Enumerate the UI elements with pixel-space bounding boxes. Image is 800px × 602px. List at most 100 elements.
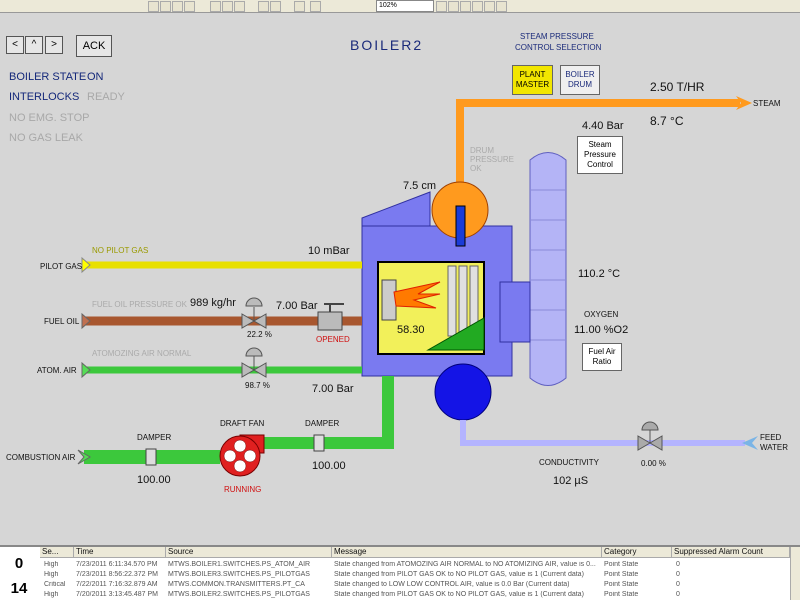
- atom-air-valve-icon: [245, 347, 263, 357]
- column-source[interactable]: Source: [166, 547, 332, 558]
- fuel-oil-label: FUEL OIL: [44, 317, 80, 326]
- damper-1-icon: [145, 448, 157, 466]
- zoom-select[interactable]: 102%: [376, 0, 434, 12]
- combustion-air-arrow-icon: [77, 449, 91, 465]
- boiler-state-value: ON: [87, 71, 104, 83]
- steam-control-heading-1: STEAM PRESSURE: [520, 32, 594, 41]
- steam-control-heading-2: CONTROL SELECTION: [515, 43, 602, 52]
- atom-air-pressure: 7.00 Bar: [312, 383, 354, 395]
- conductivity-value: 102 µS: [553, 475, 589, 487]
- fuel-oil-flow: 989 kg/hr: [190, 297, 236, 309]
- steam-pressure: 4.40 Bar: [582, 120, 624, 132]
- fuel-oil-pressure: 7.00 Bar: [276, 300, 318, 312]
- toolbar-button[interactable]: [222, 1, 233, 12]
- feed-water-pipe: [460, 420, 745, 446]
- drum-level: 7.5 cm: [403, 180, 437, 192]
- combustion-air-label: COMBUSTION AIR: [6, 453, 76, 462]
- steam-temperature: 8.7 °C: [650, 114, 684, 128]
- toolbar-button[interactable]: [496, 1, 507, 12]
- fan-blade-icon: [223, 439, 257, 473]
- toolbar-button[interactable]: [310, 1, 321, 12]
- fuel-valve-position: 22.2 %: [247, 330, 272, 339]
- toolbar-button[interactable]: [484, 1, 495, 12]
- flame-icon: [393, 281, 441, 309]
- stack: [529, 152, 567, 386]
- interlocks-value: READY: [87, 91, 125, 103]
- ack-button[interactable]: ACK: [76, 35, 112, 57]
- zoom-fit-icon[interactable]: [460, 1, 471, 12]
- feed-valve-icon: [641, 421, 659, 431]
- print-icon[interactable]: [294, 1, 305, 12]
- atom-air-label: ATOM. AIR: [37, 366, 77, 375]
- column-severity[interactable]: Se...: [40, 547, 74, 558]
- atom-air-valve-position: 98.7 %: [245, 381, 270, 390]
- forward-button[interactable]: >: [45, 36, 63, 54]
- boiler-roof: [361, 191, 431, 231]
- burner: [381, 279, 397, 321]
- draft-fan-label: DRAFT FAN: [220, 419, 265, 428]
- toolbar-button[interactable]: [472, 1, 483, 12]
- active-alarm-count: 14: [10, 580, 28, 597]
- column-message[interactable]: Message: [332, 547, 602, 558]
- pilot-gas-arrow-icon: [81, 256, 91, 274]
- alarm-summary-panel: 0 14 Se... Time Source Message Category …: [0, 545, 800, 602]
- toolbar-button[interactable]: [258, 1, 269, 12]
- fuel-oil-arrow-icon: [81, 312, 91, 330]
- alarm-list-scrollbar[interactable]: [790, 547, 800, 600]
- toolbar-button[interactable]: [234, 1, 245, 12]
- damper-1-label: DAMPER: [137, 433, 172, 442]
- combustion-air-duct-outlet: [250, 376, 394, 449]
- back-button[interactable]: <: [6, 36, 24, 54]
- toolbar-button[interactable]: [270, 1, 281, 12]
- draft-fan-state: RUNNING: [224, 485, 262, 494]
- stack-temperature: 110.2 °C: [578, 268, 621, 280]
- atom-air-arrow-icon: [81, 361, 91, 379]
- boiler-state-label: BOILER STATE: [9, 71, 87, 83]
- draft-fan: [219, 435, 261, 477]
- oxygen-label: OXYGEN: [584, 310, 619, 319]
- conductivity-label: CONDUCTIVITY: [539, 458, 599, 467]
- fire-tubes: [426, 317, 485, 351]
- toolbar-button[interactable]: [210, 1, 221, 12]
- column-category[interactable]: Category: [602, 547, 672, 558]
- atom-air-status: ATOMOZING AIR NORMAL: [92, 349, 192, 358]
- interlocks-label: INTERLOCKS: [9, 91, 80, 103]
- oxygen-value: 11.00 %O2: [574, 324, 629, 336]
- up-button[interactable]: ^: [25, 36, 43, 54]
- steam-pipe: [456, 99, 740, 205]
- column-suppressed-count[interactable]: Suppressed Alarm Count: [672, 547, 790, 558]
- toolbar-button[interactable]: [160, 1, 171, 12]
- damper-1-value: 100.00: [137, 474, 171, 486]
- page-title: BOILER2: [350, 37, 424, 53]
- feed-valve-position: 0.00 %: [641, 459, 666, 468]
- zoom-in-icon[interactable]: [436, 1, 447, 12]
- mud-drum: [434, 363, 492, 421]
- drum-level-bar: [455, 205, 466, 247]
- fuel-shutoff-state: OPENED: [316, 335, 350, 344]
- damper-2-value: 100.00: [312, 460, 346, 472]
- flue-duct: [499, 281, 531, 343]
- steam-label: STEAM: [753, 99, 781, 108]
- toolbar-button[interactable]: [172, 1, 183, 12]
- feed-water-arrow-icon: [742, 436, 758, 450]
- process-diagram: [77, 96, 758, 477]
- emergency-stop-status: NO EMG. STOP: [9, 112, 90, 124]
- toolbar-button[interactable]: [184, 1, 195, 12]
- furnace-value: 58.30: [397, 324, 425, 336]
- fuel-shutoff-valve-icon: [317, 311, 343, 331]
- fuel-control-valve-icon: [245, 297, 263, 307]
- gas-leak-status: NO GAS LEAK: [9, 132, 83, 144]
- top-toolbar: 102%: [0, 0, 800, 13]
- column-time[interactable]: Time: [74, 547, 166, 558]
- zoom-out-icon[interactable]: [448, 1, 459, 12]
- toolbar-button[interactable]: [148, 1, 159, 12]
- unacknowledged-count: 0: [14, 555, 24, 572]
- damper-2-label: DAMPER: [305, 419, 340, 428]
- steam-arrow-icon: [736, 96, 752, 110]
- fuel-oil-status: FUEL OIL PRESSURE OK: [92, 300, 187, 309]
